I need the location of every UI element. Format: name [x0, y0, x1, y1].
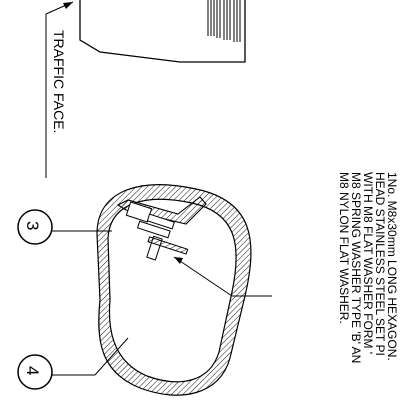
traffic-face-label: TRAFFIC FACE. — [51, 30, 67, 133]
traffic-face-leader — [45, 1, 74, 178]
note-line-2: HEAD STAINLESS STEEL SET PI — [373, 172, 387, 356]
fixing-note: 1No. M8x30mm LONG HEXAGON. HEAD STAINLES… — [337, 172, 399, 363]
note-line-3: WITH M8 FLAT WASHER FORM ' — [361, 172, 375, 354]
callout-4-number: 4 — [23, 366, 42, 375]
note-line-1: 1No. M8x30mm LONG HEXAGON. — [385, 172, 399, 361]
note-line-4: M8 SPRING WASHER TYPE 'B' AN — [349, 172, 363, 363]
extrusion-profile — [96, 184, 252, 396]
callout-3 — [17, 209, 112, 245]
set-pin-bolt — [125, 201, 189, 261]
note-line-5: M8 NYLON FLAT WASHER. — [337, 172, 351, 324]
callout-3-number: 3 — [23, 221, 42, 230]
callout-4 — [17, 337, 129, 390]
sign-panel-section — [79, 0, 246, 63]
note-leader — [173, 256, 272, 297]
